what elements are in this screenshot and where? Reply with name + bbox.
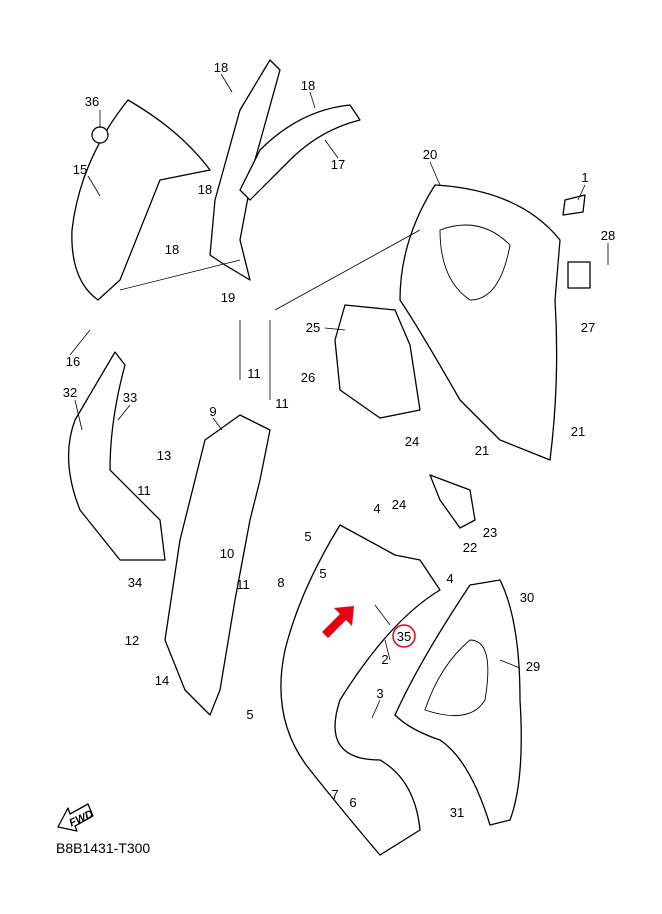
callout-23: 23 [483, 525, 497, 540]
callout-3: 3 [376, 686, 383, 701]
callout-20: 20 [423, 147, 437, 162]
callout-34: 34 [128, 575, 142, 590]
callout-25: 25 [306, 320, 320, 335]
callout-27: 27 [581, 320, 595, 335]
callout-1: 1 [581, 170, 588, 185]
callout-10: 10 [220, 546, 234, 561]
callout-4: 4 [446, 571, 453, 586]
callout-18: 18 [301, 78, 315, 93]
callout-8: 8 [277, 575, 284, 590]
highlight-circle [392, 624, 416, 648]
callout-18: 18 [214, 60, 228, 75]
part-17-frame [239, 104, 361, 201]
callout-22: 22 [463, 540, 477, 555]
callout-5: 5 [304, 529, 311, 544]
callout-21: 21 [475, 443, 489, 458]
part-20-inner-panel [399, 184, 561, 461]
callout-36: 36 [85, 94, 99, 109]
callout-31: 31 [450, 805, 464, 820]
callout-33: 33 [123, 390, 137, 405]
fwd-arrow-icon: FWD [57, 803, 95, 832]
callout-17: 17 [331, 157, 345, 172]
part-36-grommet [91, 126, 109, 144]
callout-30: 30 [520, 590, 534, 605]
part-9-bracket [164, 414, 271, 716]
fwd-label: FWD [67, 808, 95, 829]
part-25-cover [334, 304, 421, 419]
callout-2: 2 [381, 652, 388, 667]
callout-labels: 18 36 15 18 18 17 18 19 16 20 1 28 27 25… [63, 60, 615, 820]
leader-lines [69, 73, 609, 719]
callout-18: 18 [165, 242, 179, 257]
callout-28: 28 [601, 228, 615, 243]
callout-11: 11 [137, 483, 151, 498]
callout-4: 4 [373, 501, 380, 516]
callout-13: 13 [157, 448, 171, 463]
callout-29: 29 [526, 659, 540, 674]
part-1-label [562, 194, 586, 216]
callout-14: 14 [155, 673, 169, 688]
callout-32: 32 [63, 385, 77, 400]
callout-11: 11 [247, 366, 261, 381]
callout-18: 18 [198, 182, 212, 197]
callout-9: 9 [209, 404, 216, 419]
callout-5: 5 [319, 566, 326, 581]
callout-11: 11 [236, 577, 250, 592]
diagram-code: B8B1431-T300 [56, 840, 150, 856]
part-15-panel [71, 99, 211, 301]
part-32-cover [67, 351, 166, 561]
callout-16: 16 [66, 354, 80, 369]
callout-35-highlighted: 35 [397, 629, 411, 644]
callout-21: 21 [571, 424, 585, 439]
callout-15: 15 [73, 162, 87, 177]
part-17-bracket [209, 59, 281, 281]
callout-5: 5 [246, 707, 253, 722]
callout-26: 26 [301, 370, 315, 385]
callout-7: 7 [331, 787, 338, 802]
part-2-lower-panel [280, 524, 441, 856]
part-22-bracket [429, 474, 476, 529]
part-27-bracket [567, 261, 591, 289]
callout-11: 11 [275, 396, 289, 411]
part-29-side-cover [394, 579, 522, 826]
highlight-arrow [322, 606, 354, 638]
callout-24: 24 [392, 497, 406, 512]
callout-12: 12 [125, 633, 139, 648]
callout-24: 24 [405, 434, 419, 449]
callout-19: 19 [221, 290, 235, 305]
callout-6: 6 [349, 795, 356, 810]
